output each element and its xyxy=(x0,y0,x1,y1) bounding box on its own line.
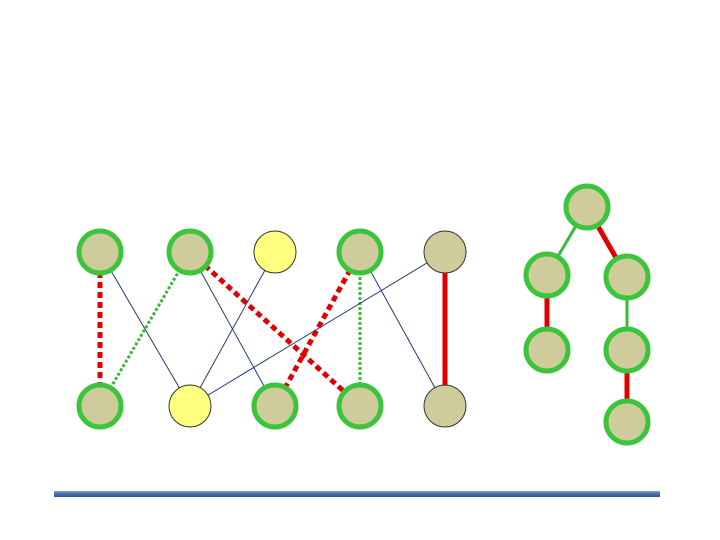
bipartite-edge-plain-t1-b2 xyxy=(99,251,191,407)
tree-node-m3 xyxy=(603,398,651,446)
tree-node-m1 xyxy=(603,253,651,301)
bipartite-bottom-node-b3 xyxy=(251,382,299,430)
bipartite-top-node-t4 xyxy=(336,228,384,276)
bipartite-top-node-t3 xyxy=(253,230,297,274)
bipartite-edge-plain-t4-b5 xyxy=(359,251,446,407)
bipartite-top-node-t2 xyxy=(166,228,214,276)
bipartite-top-node-t5 xyxy=(423,230,467,274)
bipartite-bottom-node-b1 xyxy=(76,382,124,430)
tree-node-m2 xyxy=(603,326,651,374)
bipartite-edge-plain-t3-b2 xyxy=(189,251,276,407)
tree-node-l1 xyxy=(523,251,571,299)
bipartite-edge-plain-t5-b2 xyxy=(189,251,446,407)
nodes-layer xyxy=(76,183,651,446)
bipartite-bottom-node-b4 xyxy=(336,382,384,430)
divider-bar xyxy=(54,491,660,497)
tree-node-l2 xyxy=(523,326,571,374)
bipartite-edge-matched-t2-b4 xyxy=(188,250,362,408)
tree-node-r xyxy=(563,183,611,231)
bipartite-bottom-node-b5 xyxy=(423,384,467,428)
bipartite-top-node-t1 xyxy=(76,228,124,276)
bipartite-bottom-node-b2 xyxy=(168,384,212,428)
